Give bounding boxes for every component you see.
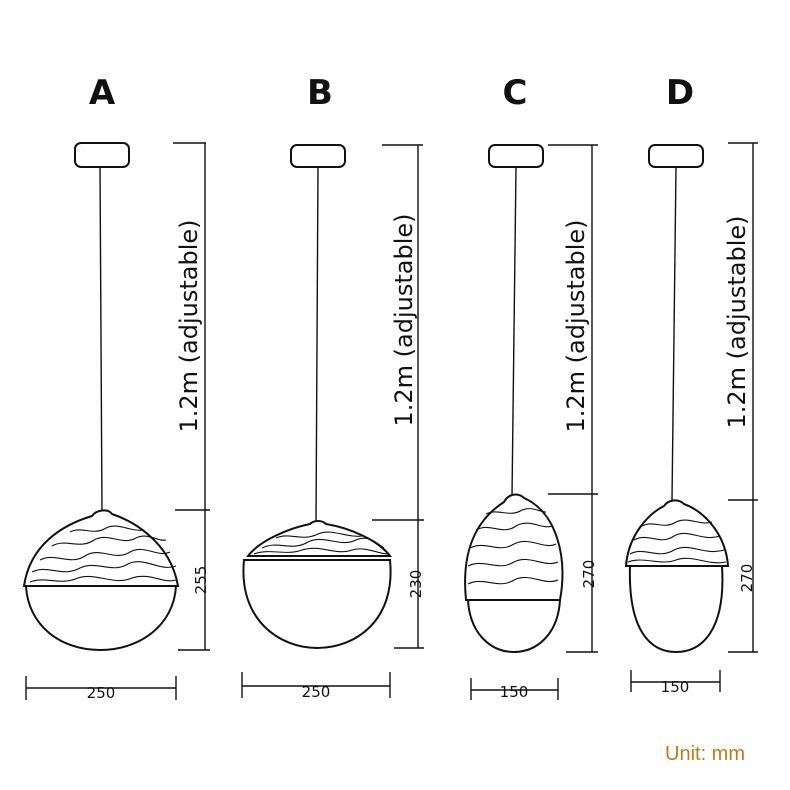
lamp-b-cord bbox=[315, 166, 319, 523]
lamp-d-cap-texture bbox=[627, 519, 727, 564]
lamp-c-cap-texture bbox=[467, 508, 559, 585]
lamp-d: D 1.2m (adjustable) 270 150 bbox=[624, 73, 758, 696]
lamp-a-cord bbox=[99, 166, 103, 513]
lamp-a-cord-length-text: 1.2m (adjustable) bbox=[175, 219, 203, 432]
lamp-a-cap-texture bbox=[29, 525, 177, 583]
lamp-c: C 1.2m (adjustable) 270 150 bbox=[464, 73, 598, 701]
lamp-c-glass-globe bbox=[466, 599, 562, 654]
lamp-d-label: D bbox=[666, 73, 694, 113]
lamp-d-cord bbox=[671, 166, 677, 501]
lamp-b-label: B bbox=[307, 73, 333, 113]
unit-note: Unit: mm bbox=[665, 743, 745, 765]
lamp-b-cord-length-text: 1.2m (adjustable) bbox=[390, 213, 418, 426]
lamp-a: A 1.2m (adjustable) 255 250 bbox=[22, 73, 210, 702]
lamp-a-shade-height-text: 255 bbox=[192, 566, 210, 595]
lamp-d-glass-globe bbox=[628, 565, 724, 654]
lamp-a-glass-globe bbox=[24, 585, 178, 652]
lamp-b-glass-globe bbox=[242, 559, 392, 650]
lamp-c-cord-length-text: 1.2m (adjustable) bbox=[562, 219, 590, 432]
lamp-d-shade-height-text: 270 bbox=[738, 564, 756, 593]
lamp-d-cord-length-text: 1.2m (adjustable) bbox=[723, 215, 751, 428]
lamp-c-shade-height-text: 270 bbox=[580, 560, 598, 589]
lamp-b: B 1.2m (adjustable) 230 250 bbox=[241, 73, 425, 701]
lamp-b-shade-height-text: 230 bbox=[407, 570, 425, 599]
lamp-a-textured-cap bbox=[22, 509, 180, 587]
lamp-d-width-text: 150 bbox=[661, 678, 690, 696]
lamp-c-textured-cap bbox=[464, 493, 564, 601]
lamp-c-cord bbox=[511, 166, 517, 497]
lamp-d-textured-cap bbox=[624, 499, 730, 567]
lamp-d-ceiling-canopy bbox=[648, 144, 704, 168]
lamp-c-label: C bbox=[503, 73, 528, 113]
lamp-b-width-text: 250 bbox=[302, 683, 331, 701]
lamp-c-ceiling-canopy bbox=[488, 144, 544, 168]
lamp-b-ceiling-canopy bbox=[290, 144, 346, 168]
lamp-a-ceiling-canopy bbox=[74, 142, 130, 168]
lamp-b-cap-texture bbox=[253, 531, 389, 555]
lamp-c-width-text: 150 bbox=[500, 683, 529, 701]
lamp-a-width-text: 250 bbox=[87, 684, 116, 702]
lamp-a-label: A bbox=[89, 73, 116, 113]
